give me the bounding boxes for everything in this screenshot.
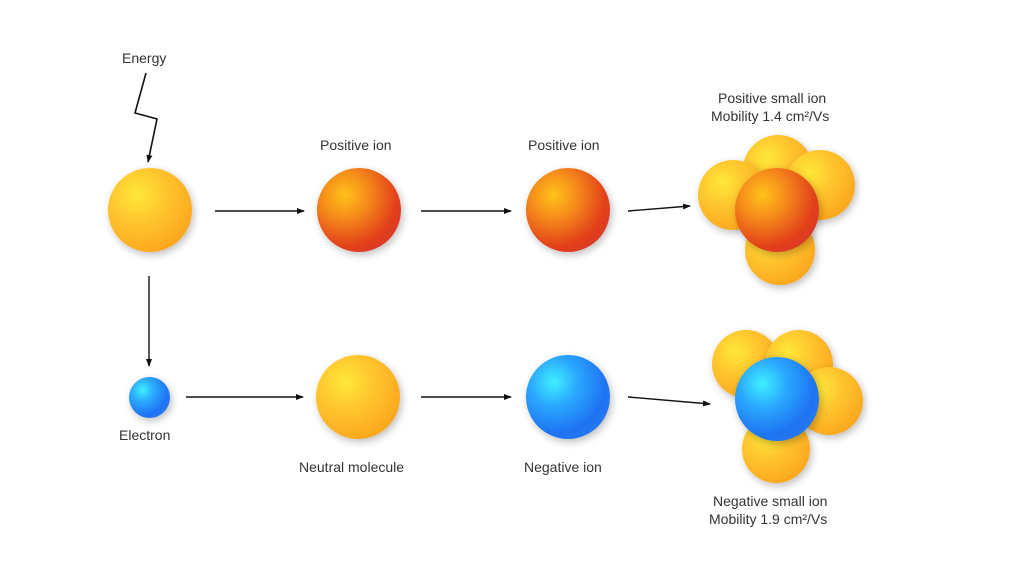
energy-lightning-arrow [134,72,158,163]
cluster-negative-core [735,357,819,441]
cluster-positive-core [735,168,819,252]
negative-ion-label: Negative ion [524,459,602,475]
neutral-molecule-sphere [316,355,400,439]
positive-ion-label-1: Positive ion [320,137,392,153]
electron-label: Electron [119,427,171,443]
positive-ion-sphere-1 [317,168,401,252]
energy-label: Energy [122,50,167,66]
neutral-molecule-label: Neutral molecule [299,459,405,475]
arrow-positive-ion-to-cluster [627,203,691,212]
molecule-sphere [108,168,192,252]
negative-ion-sphere [526,355,610,439]
negative-small-ion-mobility: Mobility 1.9 cm²/Vs [709,511,828,527]
positive-ion-sphere-2 [526,168,610,252]
positive-small-ion-title: Positive small ion [718,90,827,106]
positive-ion-label-2: Positive ion [528,137,600,153]
arrow-negative-ion-to-cluster [627,396,711,407]
electron-sphere [129,377,170,418]
negative-small-ion-title: Negative small ion [713,493,828,509]
positive-small-ion-mobility: Mobility 1.4 cm²/Vs [711,108,830,124]
